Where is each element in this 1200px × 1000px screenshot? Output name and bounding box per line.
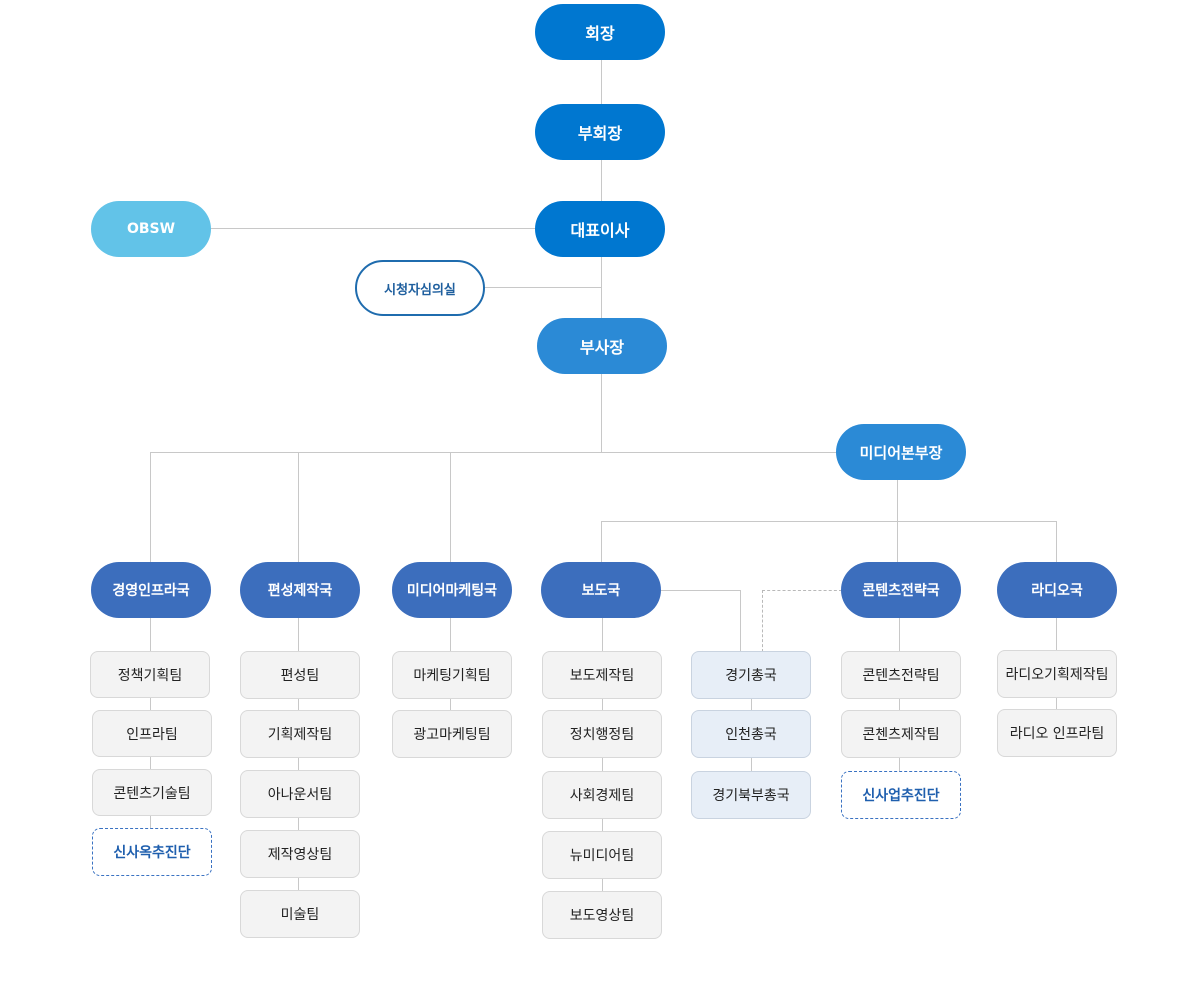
team-node[interactable]: 마케팅기획팀 <box>392 651 512 699</box>
dept-radio[interactable]: 라디오국 <box>997 562 1117 618</box>
connector <box>899 617 900 793</box>
team-node[interactable]: 아나운서팀 <box>240 770 360 818</box>
connector <box>601 521 602 562</box>
branch-node[interactable]: 경기총국 <box>691 651 811 699</box>
dept-programming[interactable]: 편성제작국 <box>240 562 360 618</box>
chairman-node[interactable]: 회장 <box>535 4 665 60</box>
special-unit-node[interactable]: 신사옥추진단 <box>92 828 212 876</box>
dashed-connector <box>762 590 842 591</box>
team-node[interactable]: 인프라팀 <box>92 710 212 757</box>
connector <box>601 60 602 104</box>
ceo-node[interactable]: 대표이사 <box>535 201 665 257</box>
media-hq-node[interactable]: 미디어본부장 <box>836 424 966 480</box>
special-unit-node[interactable]: 신사업추진단 <box>841 771 961 819</box>
team-node[interactable]: 라디오기획제작팀 <box>997 650 1117 698</box>
connector <box>601 257 602 319</box>
connector <box>740 590 741 652</box>
obsw-node[interactable]: OBSW <box>91 201 211 257</box>
connector <box>601 159 602 201</box>
team-node[interactable]: 정책기획팀 <box>90 651 210 698</box>
connector <box>601 373 602 452</box>
branch-node[interactable]: 경기북부총국 <box>691 771 811 819</box>
team-node[interactable]: 편성팀 <box>240 651 360 699</box>
connector <box>150 452 151 562</box>
team-node[interactable]: 정치행정팀 <box>542 710 662 758</box>
team-node[interactable]: 제작영상팀 <box>240 830 360 878</box>
connector <box>210 228 536 229</box>
connector <box>298 617 299 913</box>
team-node[interactable]: 콘텐츠기술팀 <box>92 769 212 816</box>
team-node[interactable]: 뉴미디어팀 <box>542 831 662 879</box>
dashed-connector <box>762 590 763 652</box>
connector <box>450 452 451 562</box>
branch-node[interactable]: 인천총국 <box>691 710 811 758</box>
dept-management-infra[interactable]: 경영인프라국 <box>91 562 211 618</box>
team-node[interactable]: 보도영상팀 <box>542 891 662 939</box>
viewer-committee-node[interactable]: 시청자심의실 <box>355 260 485 316</box>
vice-chairman-node[interactable]: 부회장 <box>535 104 665 160</box>
vice-president-node[interactable]: 부사장 <box>537 318 667 374</box>
connector <box>602 617 603 913</box>
team-node[interactable]: 라디오 인프라팀 <box>997 709 1117 757</box>
connector <box>484 287 601 288</box>
team-node[interactable]: 콘첸츠제작팀 <box>841 710 961 758</box>
team-node[interactable]: 광고마케팅팀 <box>392 710 512 758</box>
team-node[interactable]: 사회경제팀 <box>542 771 662 819</box>
connector <box>150 452 837 453</box>
connector <box>1056 521 1057 562</box>
connector <box>601 521 1057 522</box>
team-node[interactable]: 콘텐츠전략팀 <box>841 651 961 699</box>
dept-media-marketing[interactable]: 미디어마케팅국 <box>392 562 512 618</box>
dept-content-strategy[interactable]: 콘텐츠전략국 <box>841 562 961 618</box>
team-node[interactable]: 보도제작팀 <box>542 651 662 699</box>
team-node[interactable]: 기획제작팀 <box>240 710 360 758</box>
team-node[interactable]: 미술팀 <box>240 890 360 938</box>
dept-news[interactable]: 보도국 <box>541 562 661 618</box>
connector <box>660 590 740 591</box>
connector <box>298 452 299 562</box>
